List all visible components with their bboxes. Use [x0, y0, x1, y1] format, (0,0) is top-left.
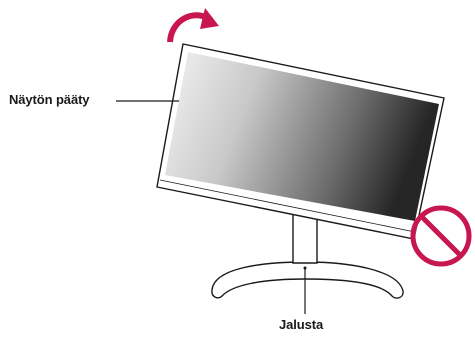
- stand-label: Jalusta: [279, 317, 324, 332]
- monitor-screen: [156, 43, 445, 240]
- screen-end-label: Näytön pääty: [9, 92, 90, 107]
- stand-base: [211, 261, 404, 299]
- stand-neck: [292, 212, 318, 264]
- no-entry-icon: [410, 205, 472, 267]
- clockwise-rotate-arrow-icon: [167, 8, 219, 43]
